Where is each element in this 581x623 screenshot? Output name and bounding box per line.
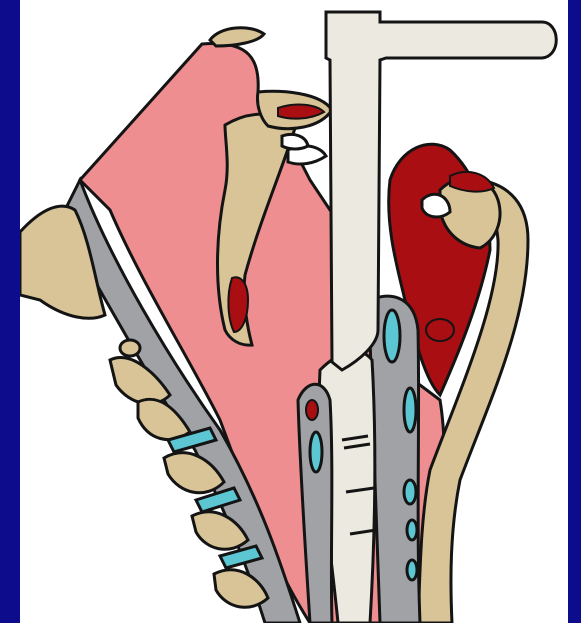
cartilage-ring	[404, 388, 416, 432]
arytenoid-cartilage	[310, 432, 322, 472]
nasal-bone	[210, 28, 264, 46]
diagram-canvas	[20, 0, 568, 623]
hyoid-muscle	[450, 172, 494, 192]
odontoid-process	[120, 340, 140, 356]
arytenoid-muscle	[306, 400, 318, 420]
tooth-icon	[282, 134, 308, 149]
cartilage-ring	[407, 560, 417, 580]
tooth-icon	[422, 194, 450, 217]
cartilage-ring	[407, 520, 417, 540]
neck-muscle-nodule	[426, 319, 454, 341]
cartilage-ring	[384, 310, 400, 362]
cartilage-ring	[404, 480, 416, 504]
